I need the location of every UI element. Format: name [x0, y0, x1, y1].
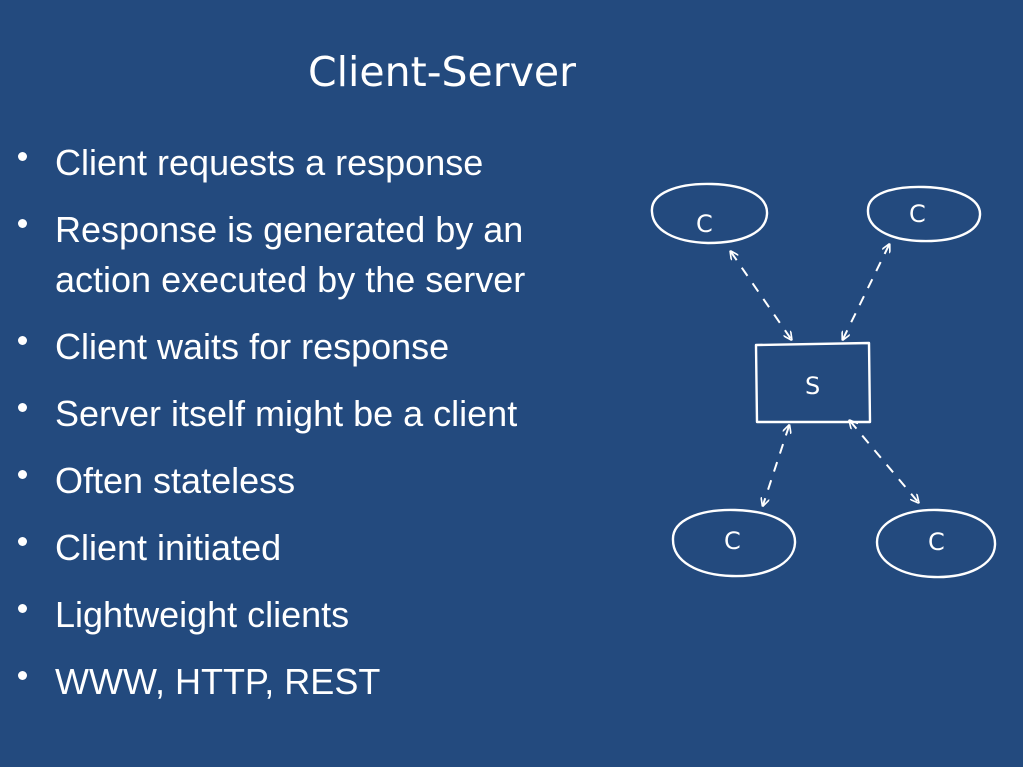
bullet-dot	[18, 604, 27, 613]
bullet-text: Lightweight clients	[55, 594, 350, 635]
bullet-dot	[18, 336, 27, 345]
client-label-bottom-right: C	[928, 528, 945, 556]
server-label: S	[805, 372, 820, 400]
bullet-dot	[18, 470, 27, 479]
client-label-bottom-left: C	[724, 527, 741, 555]
bullet-dot	[18, 403, 27, 412]
connector-top-left-to-server	[731, 252, 791, 339]
client-label-top-left: C	[696, 210, 713, 238]
client-node-bottom-right	[875, 508, 997, 579]
connector-top-right-to-server	[843, 245, 889, 339]
connector-server-to-bottom-left	[763, 426, 789, 505]
bullet-dot	[18, 219, 27, 228]
bullet-text-continuation: action executed by the server	[55, 259, 526, 300]
bullet-text: WWW, HTTP, REST	[55, 661, 381, 702]
client-label-top-right: C	[909, 200, 926, 228]
client-node-top-right	[866, 185, 982, 243]
bullet-dot	[18, 152, 27, 161]
client-node-bottom-left	[671, 508, 797, 578]
client-node-top-left	[650, 182, 769, 245]
connector-server-to-bottom-right	[850, 421, 918, 502]
bullet-text: Server itself might be a client	[55, 393, 518, 434]
slide-title: Client-Server	[308, 48, 576, 96]
bullet-text: Client requests a response	[55, 142, 484, 183]
bullet-text: Client waits for response	[55, 326, 450, 367]
bullet-dot	[18, 537, 27, 546]
bullet-dot	[18, 671, 27, 680]
bullet-text: Client initiated	[55, 527, 282, 568]
bullet-text: Often stateless	[55, 460, 296, 501]
bullet-text: Response is generated by an	[55, 209, 524, 250]
